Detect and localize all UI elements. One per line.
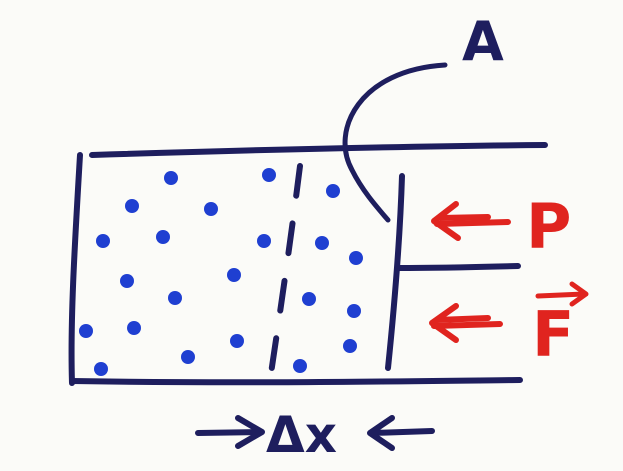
gas-molecule: [257, 234, 271, 248]
gas-molecule: [156, 230, 170, 244]
gas-molecule: [168, 291, 182, 305]
force-vector-arrow: [535, 281, 589, 307]
gas-molecule: [262, 168, 276, 182]
displacement-right-arrow: [367, 415, 435, 451]
force-arrow: [429, 303, 503, 343]
gas-molecule: [181, 350, 195, 364]
gas-molecule: [125, 199, 139, 213]
cylinder-top-wall: [89, 142, 548, 158]
area-pointer-arrow: [342, 62, 448, 223]
initial-piston-position-dashed-line: [267, 163, 303, 383]
gas-molecule: [94, 362, 108, 376]
gas-molecule: [120, 274, 134, 288]
piston-rod: [395, 263, 521, 271]
cylinder-left-wall: [68, 152, 83, 386]
gas-molecule: [347, 304, 361, 318]
gas-molecule: [79, 324, 93, 338]
gas-molecule: [293, 359, 307, 373]
pressure-arrow: [431, 201, 511, 241]
gas-molecules: [79, 168, 363, 376]
displacement-label: Δx: [266, 406, 337, 464]
gas-molecule: [315, 236, 329, 250]
gas-molecule: [230, 334, 244, 348]
gas-molecule: [204, 202, 218, 216]
area-label: A: [462, 10, 504, 73]
gas-molecule: [127, 321, 141, 335]
gas-molecule: [349, 251, 363, 265]
pressure-label: P: [526, 190, 571, 263]
gas-molecule: [227, 268, 241, 282]
piston-head: [385, 173, 405, 371]
gas-molecule: [326, 184, 340, 198]
gas-molecule: [302, 292, 316, 306]
gas-molecule: [343, 339, 357, 353]
cylinder-bottom-wall: [69, 377, 523, 386]
gas-molecule: [96, 234, 110, 248]
gas-molecule: [164, 171, 178, 185]
displacement-left-arrow: [195, 415, 265, 449]
force-label: F: [532, 298, 574, 371]
